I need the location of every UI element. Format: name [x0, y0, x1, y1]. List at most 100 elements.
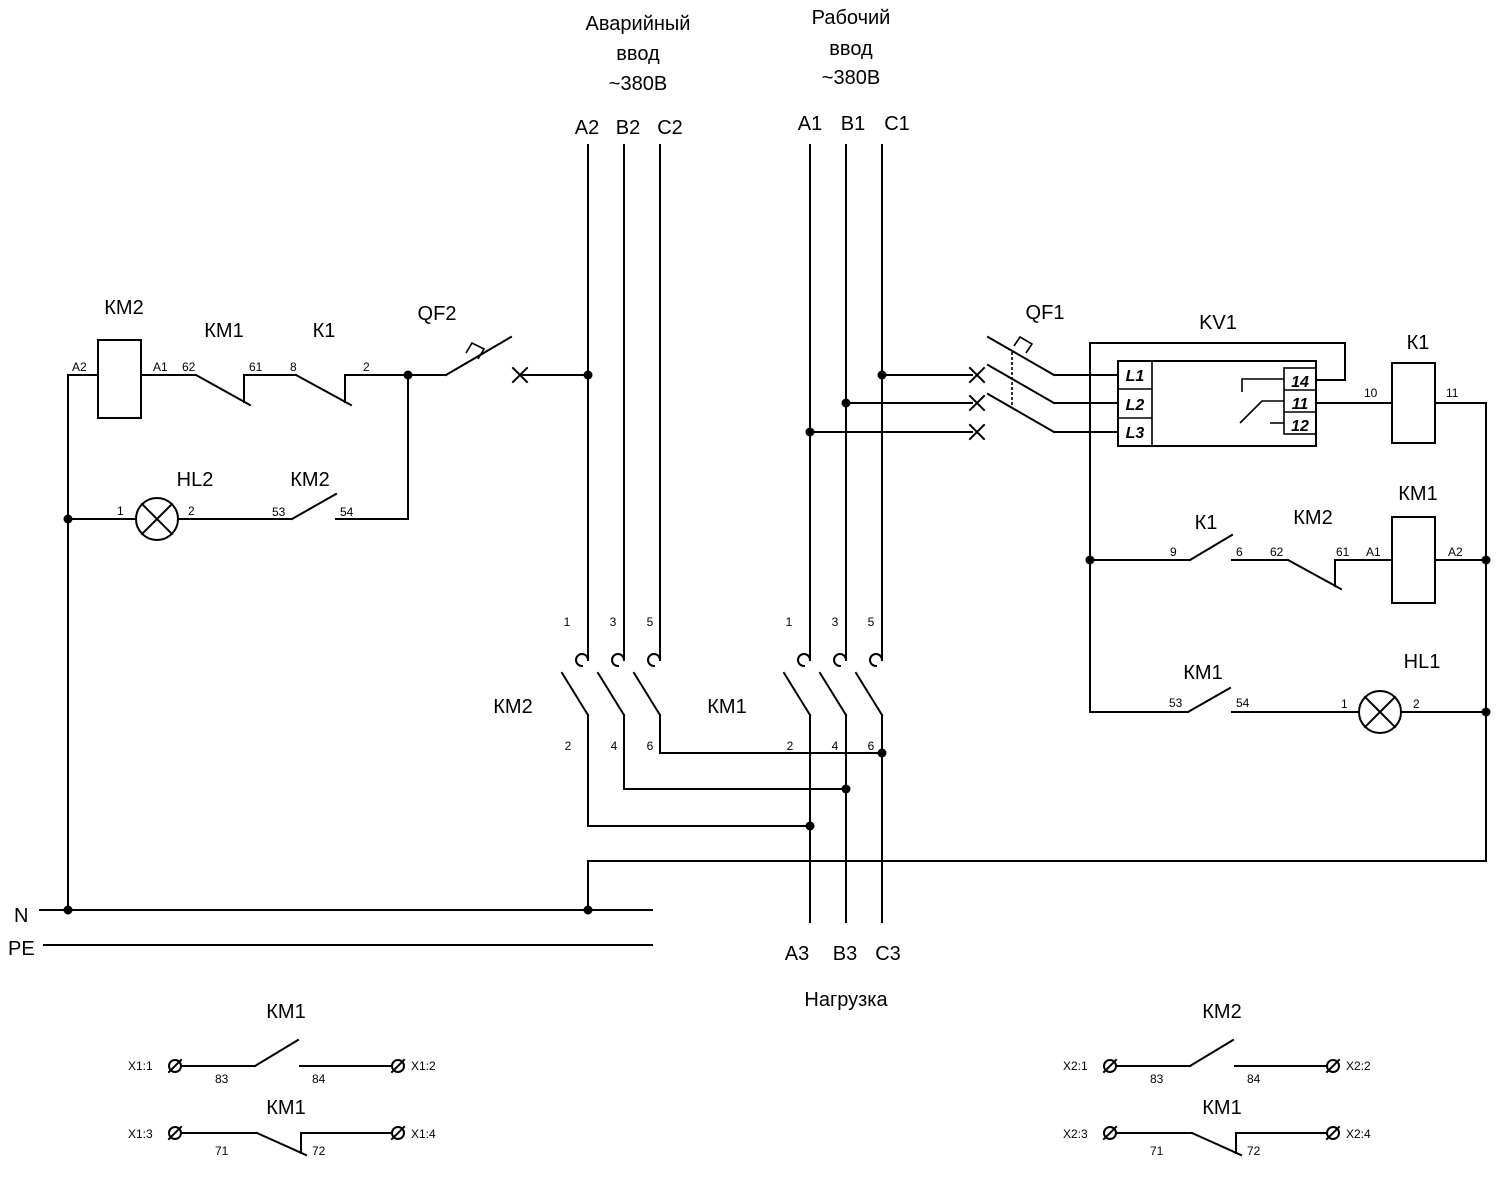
km1-pin-6: 6 [868, 739, 875, 753]
load-bus-links [587, 748, 887, 831]
hl2-pin-2: 2 [188, 504, 195, 518]
km1-coil-pin-a1: A1 [1366, 545, 1381, 559]
left-km2-no-label: КМ2 [290, 469, 329, 491]
hl1-pin-1: 1 [1341, 697, 1348, 711]
kv1-input-l3: L3 [1126, 425, 1145, 442]
phase-label-c3: C3 [875, 943, 901, 965]
km2-coil-label: КМ2 [104, 297, 143, 319]
km1-coil-pin-a2: A2 [1448, 545, 1463, 559]
load-labels: A3 B3 C3 Нагрузка [785, 943, 901, 1011]
aux-left-1-pin-right: 84 [312, 1072, 326, 1086]
kv1-output-12: 12 [1291, 418, 1309, 435]
km1-coil [1391, 516, 1436, 604]
kv1-output-14: 14 [1291, 374, 1309, 391]
left-k1-pin-2: 2 [363, 360, 370, 374]
km1-pin-5: 5 [868, 615, 875, 629]
emergency-input-title-1: Аварийный [586, 13, 691, 35]
aux-right-2-pin-right: 72 [1247, 1144, 1261, 1158]
km2-pin-3: 3 [610, 615, 617, 629]
km1-main-contacts: 1 3 5 2 4 6 КМ1 [707, 615, 884, 923]
qf2-label: QF2 [418, 303, 457, 325]
aux-left-1-label: КМ1 [266, 1001, 305, 1023]
km2-main-contacts: 1 3 5 2 4 6 КМ2 [493, 615, 662, 827]
aux-contacts-right: КМ2 X2:1 X2:2 83 84 КМ1 X2:3 X2:4 71 72 [1063, 1001, 1371, 1158]
hl2-pin-1: 1 [117, 504, 124, 518]
qf1-label: QF1 [1026, 302, 1065, 324]
km2-coil-pin-a2: A2 [72, 360, 87, 374]
emergency-input-title-2: ввод [616, 43, 660, 65]
aux-right-1-term-right: X2:2 [1346, 1059, 1371, 1073]
right-km1-pin-54: 54 [1236, 696, 1250, 710]
neutral-pe-buses: N PE [8, 559, 1487, 960]
k1-coil [1391, 362, 1436, 444]
km2-pin-4: 4 [611, 739, 618, 753]
pe-label: PE [8, 938, 35, 960]
km2-main-label: КМ2 [493, 696, 532, 718]
km1-pin-2: 2 [787, 739, 794, 753]
right-km2-pin-61: 61 [1336, 545, 1350, 559]
hl1-pin-2: 2 [1413, 697, 1420, 711]
right-k1-pin-6: 6 [1236, 545, 1243, 559]
hl2-lamp [135, 497, 179, 541]
emergency-input-header: Аварийный ввод ~380В A2 B2 C2 [575, 13, 691, 139]
k1-coil-pin-11: 11 [1446, 386, 1459, 400]
load-title: Нагрузка [804, 989, 888, 1011]
km2-pin-6: 6 [647, 739, 654, 753]
kv1-input-l2: L2 [1126, 397, 1145, 414]
emergency-input-voltage: ~380В [609, 73, 667, 95]
terminal-icon [390, 1125, 406, 1141]
working-input-title-1: Рабочий [812, 7, 891, 29]
working-input-voltage: ~380В [822, 67, 880, 89]
right-km1-pin-53: 53 [1169, 696, 1183, 710]
phase-label-b2: B2 [616, 117, 640, 139]
hl1-lamp [1358, 690, 1402, 734]
qf1-trip-marks [968, 366, 986, 441]
terminal-icon [1325, 1125, 1341, 1141]
aux-right-2-label: КМ1 [1202, 1097, 1241, 1119]
aux-left-2-term-left: X1:3 [128, 1127, 153, 1141]
phase-label-c2: C2 [657, 117, 683, 139]
terminal-icon [390, 1058, 406, 1074]
aux-left-2-pin-right: 72 [312, 1144, 326, 1158]
left-k1-nc-label: К1 [313, 320, 336, 342]
phase-label-c1: C1 [884, 113, 910, 135]
right-km2-pin-62: 62 [1270, 545, 1284, 559]
aux-left-1-pin-left: 83 [215, 1072, 229, 1086]
aux-left-2-term-right: X1:4 [411, 1127, 436, 1141]
aux-left-2-pin-left: 71 [215, 1144, 229, 1158]
phase-label-b3: B3 [833, 943, 857, 965]
aux-left-1-term-right: X1:2 [411, 1059, 436, 1073]
right-k1-pin-9: 9 [1170, 545, 1177, 559]
aux-contacts-left: КМ1 X1:1 X1:2 83 84 КМ1 X1:3 X1:4 71 72 [128, 1001, 436, 1158]
kv1-output-11: 11 [1292, 396, 1309, 413]
km2-pin-5: 5 [647, 615, 654, 629]
aux-right-2-term-right: X2:4 [1346, 1127, 1371, 1141]
kv1-input-l1: L1 [1126, 368, 1145, 385]
aux-right-1-label: КМ2 [1202, 1001, 1241, 1023]
emergency-phase-wires [587, 144, 661, 661]
km1-main-label: КМ1 [707, 696, 746, 718]
km2-pin-1: 1 [564, 615, 571, 629]
right-k1-no-label: К1 [1195, 512, 1218, 534]
aux-left-2-label: КМ1 [266, 1097, 305, 1119]
right-control-circuit: QF1 KV1 L1 L2 L3 14 11 12 [805, 302, 1491, 734]
km2-coil [97, 339, 142, 419]
km1-coil-label: КМ1 [1398, 483, 1437, 505]
km2-coil-pin-a1: A1 [153, 360, 168, 374]
k1-coil-pin-10: 10 [1364, 386, 1378, 400]
km2-pin-2: 2 [565, 739, 572, 753]
working-input-title-2: ввод [829, 38, 873, 60]
phase-label-a2: A2 [575, 117, 599, 139]
left-km2-pin-54: 54 [340, 505, 354, 519]
aux-right-1-pin-right: 84 [1247, 1072, 1261, 1086]
left-km1-pin-62: 62 [182, 360, 196, 374]
hl1-label: HL1 [1404, 651, 1441, 673]
hl2-label: HL2 [177, 469, 214, 491]
left-km1-nc-label: КМ1 [204, 320, 243, 342]
k1-coil-label: К1 [1407, 332, 1430, 354]
aux-left-1-term-left: X1:1 [128, 1059, 153, 1073]
phase-label-b1: B1 [841, 113, 865, 135]
right-km2-nc-label: КМ2 [1293, 507, 1332, 529]
aux-right-2-pin-left: 71 [1150, 1144, 1164, 1158]
